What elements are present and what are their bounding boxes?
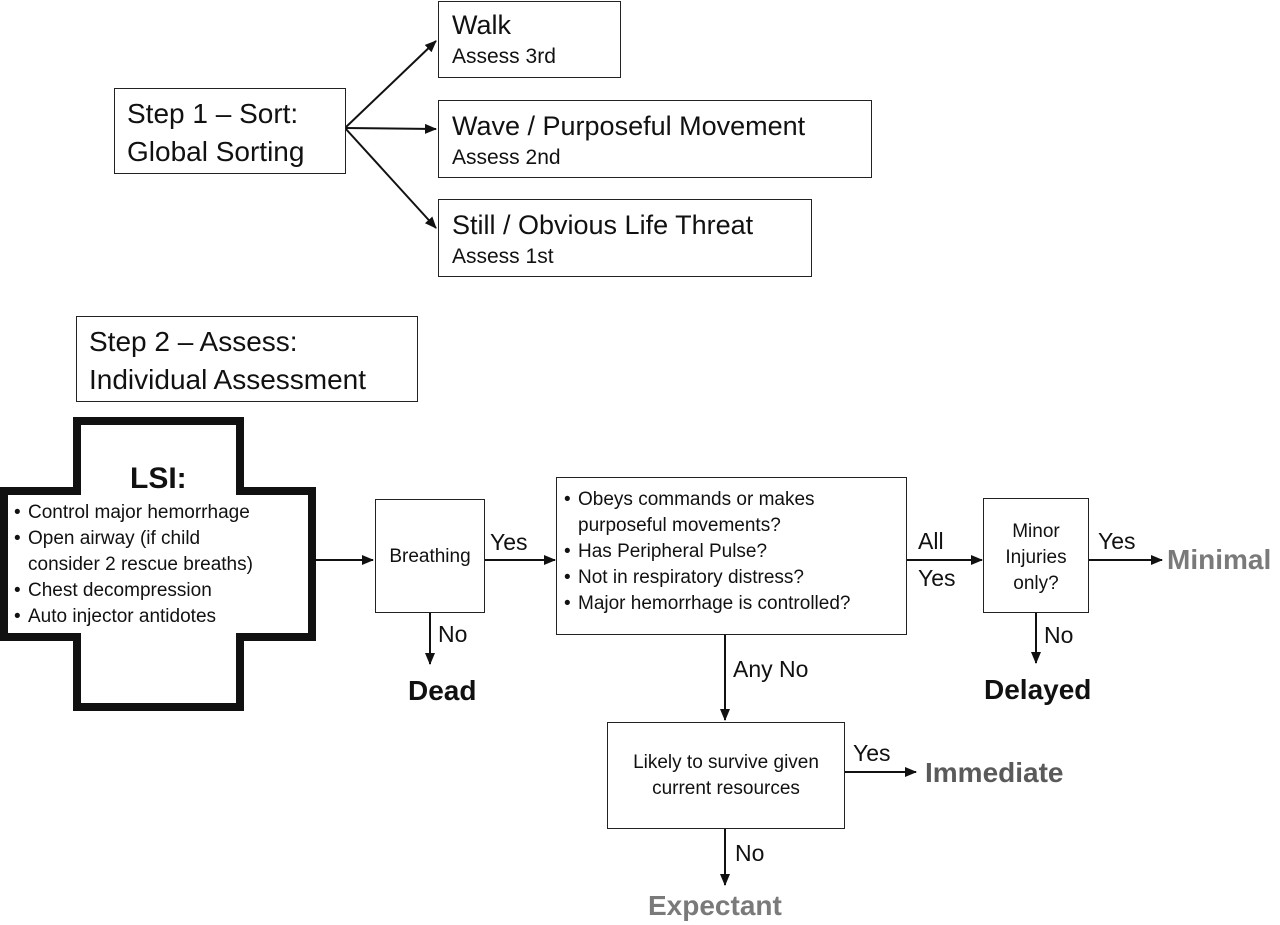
step2-line1: Step 2 – Assess: [89,326,298,357]
still-title: Still / Obvious Life Threat [452,210,754,240]
lsi-item: Control major hemorrhage [12,500,253,526]
check-item: Major hemorrhage is controlled? [562,591,850,617]
lsi-title: LSI: [130,462,187,495]
outcome-delayed: Delayed [984,674,1092,705]
lsi-item-continuation: consider 2 rescue breaths) [28,554,253,575]
check-item: Not in respiratory distress? [562,565,850,591]
breathing-yes-label: Yes [490,529,528,555]
all-yes-label-2: Yes [918,565,956,591]
step1-box: Step 1 – Sort: Global Sorting [114,88,346,174]
survive-line1: Likely to survive given [633,752,819,773]
lsi-item: Auto injector antidotes [12,604,253,630]
step1-line1: Step 1 – Sort: [127,98,299,129]
lsi-item: Chest decompression [12,578,253,604]
minor-yes-label: Yes [1098,528,1136,554]
minor-line3: only? [1013,573,1059,594]
checks-box: Obeys commands or makes purposeful movem… [556,477,907,635]
arrow-to-wave [344,123,437,134]
survive-yes-label: Yes [853,740,891,766]
check-item-continuation: purposeful movements? [578,515,781,536]
check-item: Has Peripheral Pulse? [562,539,850,565]
outcome-immediate: Immediate [925,757,1064,788]
still-sub: Assess 1st [452,245,554,268]
outcome-minimal: Minimal [1167,544,1272,575]
breathing-box: Breathing [375,499,485,613]
lsi-cross-shape [0,417,316,711]
still-box: Still / Obvious Life Threat Assess 1st [438,199,812,277]
walk-title: Walk [452,10,511,40]
survive-text: Likely to survive given current resource… [608,750,844,802]
minor-no-label: No [1044,622,1074,648]
arrow-to-still [344,127,437,229]
wave-title: Wave / Purposeful Movement [452,111,806,141]
wave-box: Wave / Purposeful Movement Assess 2nd [438,100,872,178]
survive-line2: current resources [652,778,800,799]
step2-line2: Individual Assessment [89,364,367,395]
any-no-label: Any No [733,656,809,682]
minor-text: Minor Injuries only? [984,519,1088,597]
outcome-dead: Dead [408,675,477,706]
minor-box: Minor Injuries only? [983,498,1089,613]
step1-line2: Global Sorting [127,136,305,167]
all-yes-label-1: All [918,528,944,554]
breathing-no-label: No [438,621,468,647]
survive-box: Likely to survive given current resource… [607,722,845,829]
breathing-label: Breathing [389,546,471,567]
lsi-item: Open airway (if child [12,526,253,552]
arrow-to-walk [344,40,437,129]
checks-list: Obeys commands or makes purposeful movem… [562,487,850,617]
minor-line2: Injuries [1005,547,1067,568]
survive-no-label: No [735,840,765,866]
lsi-list: Control major hemorrhage Open airway (if… [12,500,253,630]
outcome-expectant: Expectant [648,890,782,921]
walk-sub: Assess 3rd [452,45,556,68]
walk-box: Walk Assess 3rd [438,1,621,78]
minor-line1: Minor [1012,521,1060,542]
check-item: Obeys commands or makes [562,487,850,513]
wave-sub: Assess 2nd [452,146,561,169]
step2-box: Step 2 – Assess: Individual Assessment [76,316,418,402]
